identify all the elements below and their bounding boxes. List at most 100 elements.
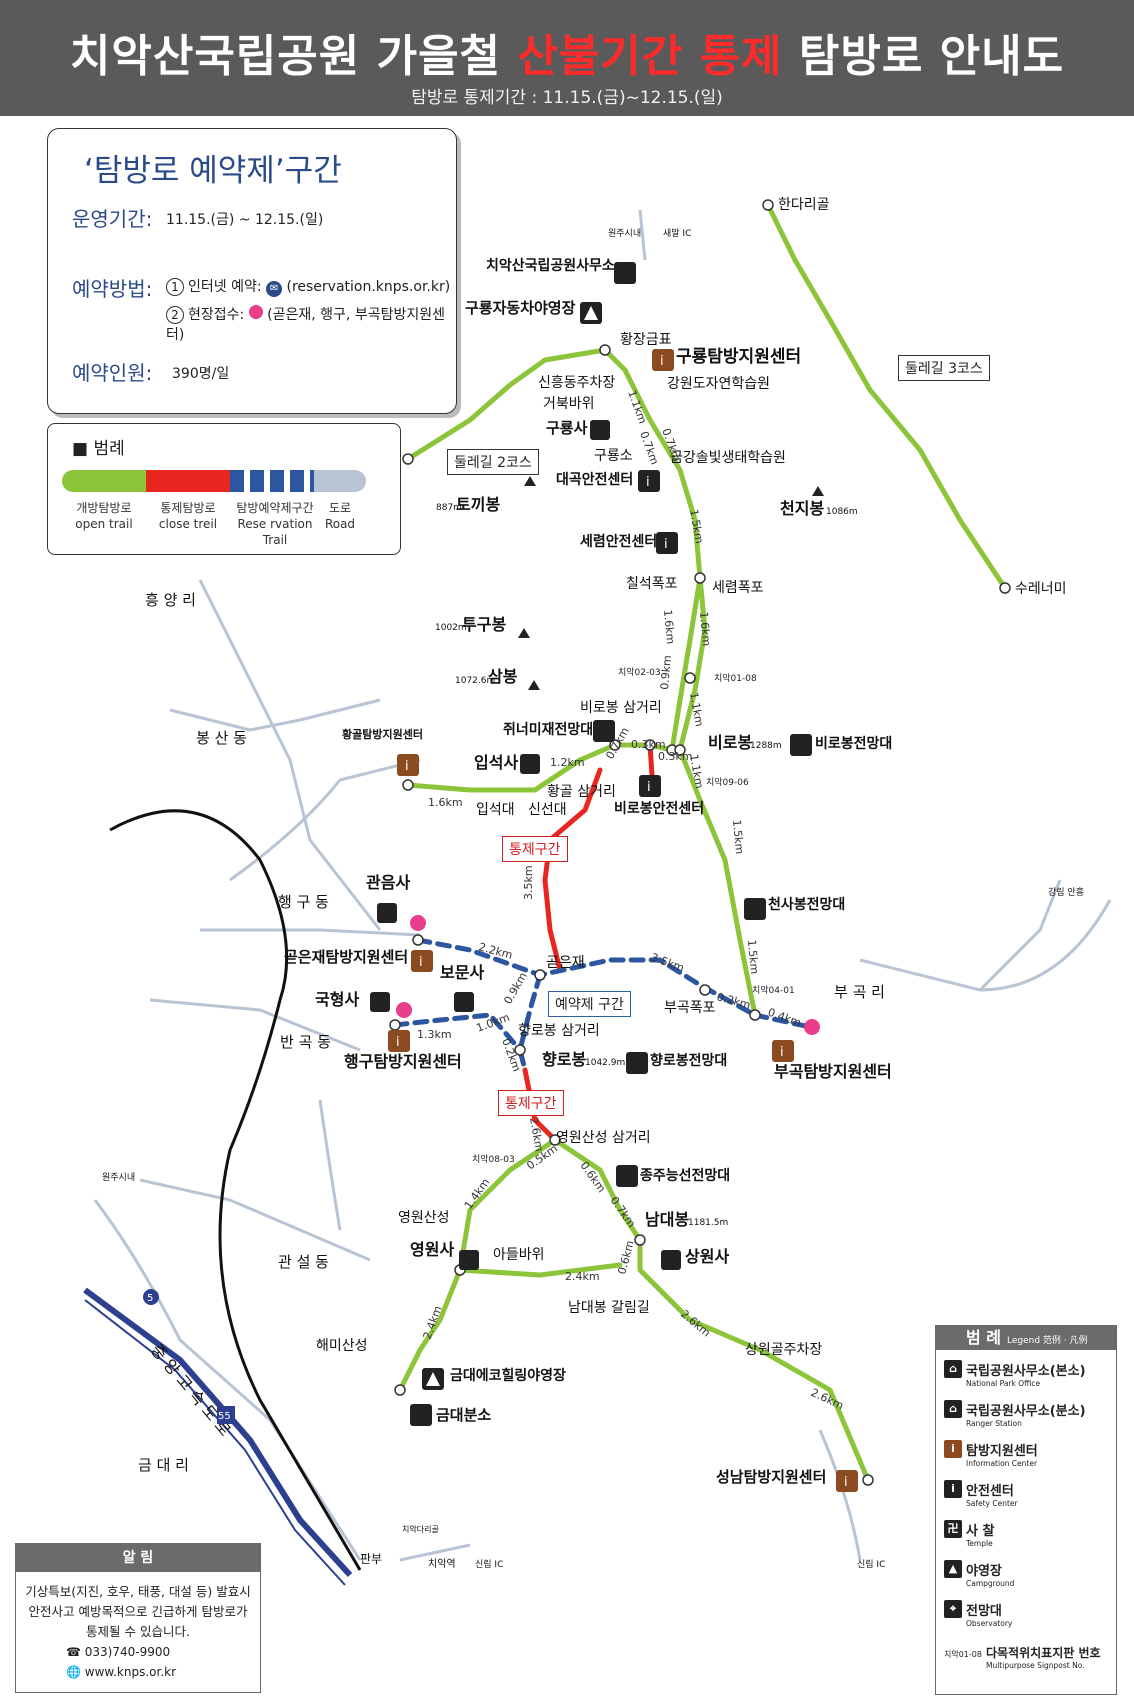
svg-text:i: i	[396, 1035, 400, 1050]
temple-icon: 卍	[944, 1520, 962, 1538]
peak-icon	[528, 680, 540, 690]
course-tag: 둘레길 3코스	[898, 355, 990, 381]
place-label: 대곡안전센터	[556, 471, 633, 488]
place-label: 아들바위	[493, 1247, 545, 1263]
notice-web[interactable]: 🌐 www.knps.or.kr	[66, 1665, 177, 1679]
place-label: 구룡자동차야영장	[465, 299, 576, 317]
legend-open-bar	[62, 470, 146, 492]
svg-text:i: i	[664, 537, 668, 552]
place-label: 상원사	[685, 1247, 729, 1266]
place-label: 삼봉	[488, 667, 518, 686]
place-label: 칠석폭포	[626, 576, 678, 592]
place-label: 흥 양 리	[145, 591, 196, 609]
people-label: 예약인원:	[72, 361, 153, 385]
place-label: 비로봉안전센터	[614, 800, 704, 817]
railway	[109, 809, 362, 1571]
place-label: 금 대 리	[138, 1456, 189, 1474]
info-center-icon: i	[652, 349, 674, 371]
campground-icon	[422, 1368, 444, 1390]
route-shield-5: 5	[143, 1289, 159, 1305]
svg-text:i: i	[646, 475, 650, 490]
place-label: 구룡소	[594, 448, 633, 464]
distance-label: 1.3km	[417, 1028, 452, 1041]
expressway	[83, 1287, 353, 1586]
place-label: 새말 IC	[663, 227, 691, 239]
place-label: 입석사	[474, 753, 518, 772]
signpost-label: 치악04-01	[752, 984, 795, 996]
distance-label: 0.6km	[615, 1239, 637, 1276]
place-label: 비로봉전망대	[815, 735, 892, 752]
distance-label: 0.4km	[766, 1006, 803, 1030]
info-center-icon: i	[388, 1030, 410, 1052]
distance-label: 1.5km	[687, 508, 706, 544]
campground-icon: ▲	[944, 1560, 962, 1578]
people-value: 390명/일	[172, 366, 230, 382]
reservation-trails	[392, 937, 813, 1073]
place-label: 강원도자연학습원	[667, 376, 770, 392]
legend-reserve-bar	[230, 470, 314, 492]
distance-label: 0.3km	[631, 738, 666, 751]
office-icon	[614, 262, 636, 284]
place-label: 향로봉전망대	[650, 1052, 727, 1069]
place-label: 성남탐방지원센터	[716, 1468, 826, 1486]
route-shield-55: 55	[217, 1406, 235, 1424]
control-period: 탐방로 통제기간 : 11.15.(금)~12.15.(일)	[411, 88, 723, 108]
place-label: 비로봉	[708, 733, 752, 752]
peak-height: 1181.5m	[688, 1218, 728, 1228]
peak-height: 1086m	[826, 507, 858, 517]
svg-text:i: i	[405, 759, 409, 774]
peak-icon	[812, 486, 824, 496]
place-label: 보문사	[440, 963, 484, 982]
place-label: 세렴안전센터	[580, 533, 657, 550]
notice-box: 알 림 기상특보(지진, 호우, 태풍, 대설 등) 발효시 안전사고 예방목적…	[15, 1543, 261, 1693]
place-label: 입석대	[476, 802, 515, 818]
place-label: 부곡탐방지원센터	[774, 1062, 892, 1081]
safety-center-icon: i	[944, 1480, 962, 1498]
place-label: 행구탐방지원센터	[344, 1052, 462, 1071]
place-label: 부곡폭포	[664, 1000, 716, 1016]
peak-height: 1072.6m	[455, 676, 495, 686]
map-title: 치악산국립공원 가을철 산불기간 통제 탐방로 안내도	[69, 31, 1065, 82]
svg-text:i: i	[647, 780, 651, 795]
svg-text:55: 55	[218, 1411, 231, 1422]
distance-label: 0.3km	[658, 750, 693, 763]
place-label: 해미산성	[316, 1338, 368, 1354]
distance-label: 2.4km	[565, 1270, 600, 1283]
notice-text: 기상특보(지진, 호우, 태풍, 대설 등) 발효시 안전사고 예방목적으로 긴…	[25, 1584, 251, 1639]
place-label: 구룡탐방지원센터	[676, 347, 801, 367]
onsite-reception-icon	[804, 1019, 820, 1035]
distance-label: 0.9km	[501, 970, 530, 1006]
notice-title: 알 림	[16, 1544, 260, 1572]
signpost-label: 치악02-03	[618, 666, 661, 678]
place-label: 치악역	[428, 1558, 456, 1570]
road-network	[93, 209, 1112, 1562]
onsite-reception-icon	[410, 915, 426, 931]
observatory-icon	[616, 1165, 638, 1187]
place-label: 남대봉	[645, 1210, 689, 1229]
temple-icon	[590, 420, 610, 440]
distance-label: 1.5km	[730, 819, 746, 855]
place-label: 관음사	[366, 873, 410, 892]
place-label: 한다리골	[778, 197, 830, 213]
office-icon: ⌂	[944, 1360, 962, 1378]
mail-icon: ✉	[266, 281, 283, 297]
place-label: 향로봉 삼거리	[518, 1023, 600, 1039]
temple-icon	[377, 903, 397, 923]
place-label: 구룡사	[546, 419, 588, 437]
place-label: 금대분소	[436, 1406, 491, 1424]
phone-icon: ☎	[66, 1645, 85, 1659]
place-label: 강림 안흥	[1048, 886, 1084, 898]
reservation-url[interactable]: (reservation.knps.or.kr)	[286, 279, 451, 295]
peak-height: 1288m	[750, 741, 782, 751]
observatory-icon	[744, 898, 766, 920]
info-center-icon: i	[836, 1470, 858, 1492]
distance-label: 1.6km	[661, 609, 677, 645]
distance-label: 3.5km	[522, 865, 535, 900]
place-label: 판부	[360, 1552, 382, 1566]
